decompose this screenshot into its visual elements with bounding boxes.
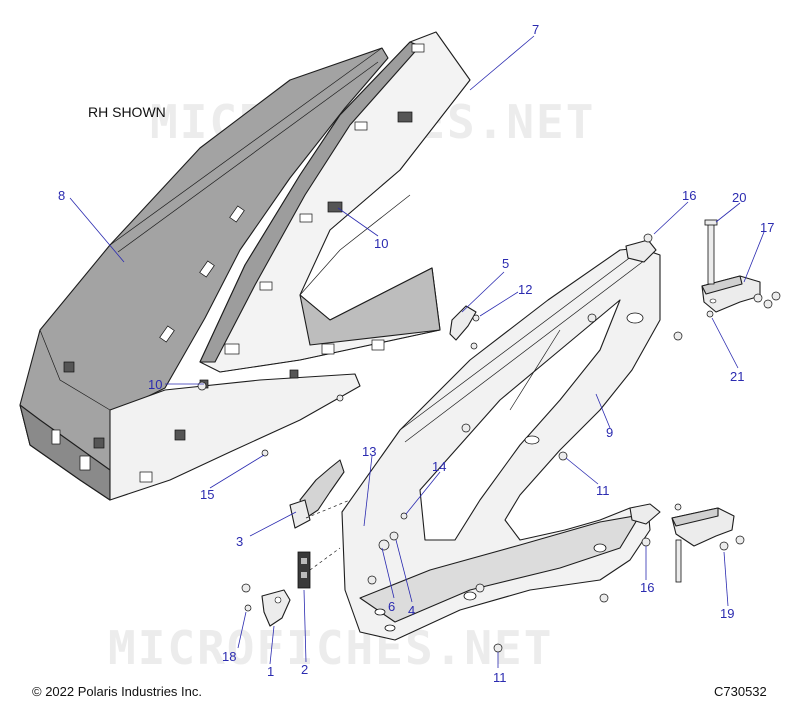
latch-assembly [289, 459, 351, 529]
callout-13: 13 [362, 444, 376, 459]
watermark-bottom: MICROFICHES.NET [108, 621, 553, 675]
door-outer-panel [19, 47, 389, 501]
callout-2: 2 [301, 662, 308, 677]
callout-11-lower: 11 [493, 670, 507, 685]
callout-9: 9 [606, 425, 613, 440]
callout-7: 7 [532, 22, 539, 37]
callout-17: 17 [760, 220, 774, 235]
callout-16-lower: 16 [640, 580, 654, 595]
callout-3: 3 [236, 534, 243, 549]
copyright-text: © 2022 Polaris Industries Inc. [32, 684, 202, 699]
rh-shown-note: RH SHOWN [88, 104, 166, 120]
leader-lines [69, 35, 765, 668]
door-inner-panel [199, 31, 471, 389]
lower-hinge [671, 503, 745, 583]
callout-10-lower: 10 [148, 377, 162, 392]
callout-10-upper: 10 [374, 236, 388, 251]
callout-15: 15 [200, 487, 214, 502]
callout-14: 14 [432, 459, 446, 474]
callout-11-upper: 11 [596, 483, 610, 498]
callout-12: 12 [518, 282, 532, 297]
striker-plate [297, 547, 341, 589]
handle-bracket [261, 589, 291, 627]
fasteners [197, 233, 714, 653]
callout-16-upper: 16 [682, 188, 696, 203]
callout-numbers: 7 8 10 10 5 12 16 20 17 21 9 11 15 13 14… [58, 22, 774, 685]
callout-19: 19 [720, 606, 734, 621]
callout-8: 8 [58, 188, 65, 203]
callout-21: 21 [730, 369, 744, 384]
upper-hinge [701, 219, 781, 313]
callout-18: 18 [222, 649, 236, 664]
callout-4: 4 [408, 603, 415, 618]
callout-1: 1 [267, 664, 274, 679]
callout-5: 5 [502, 256, 509, 271]
callout-20: 20 [732, 190, 746, 205]
callout-6: 6 [388, 599, 395, 614]
door-frame [341, 239, 661, 641]
diagram-code: C730532 [714, 684, 767, 699]
wire-clip [449, 305, 477, 341]
